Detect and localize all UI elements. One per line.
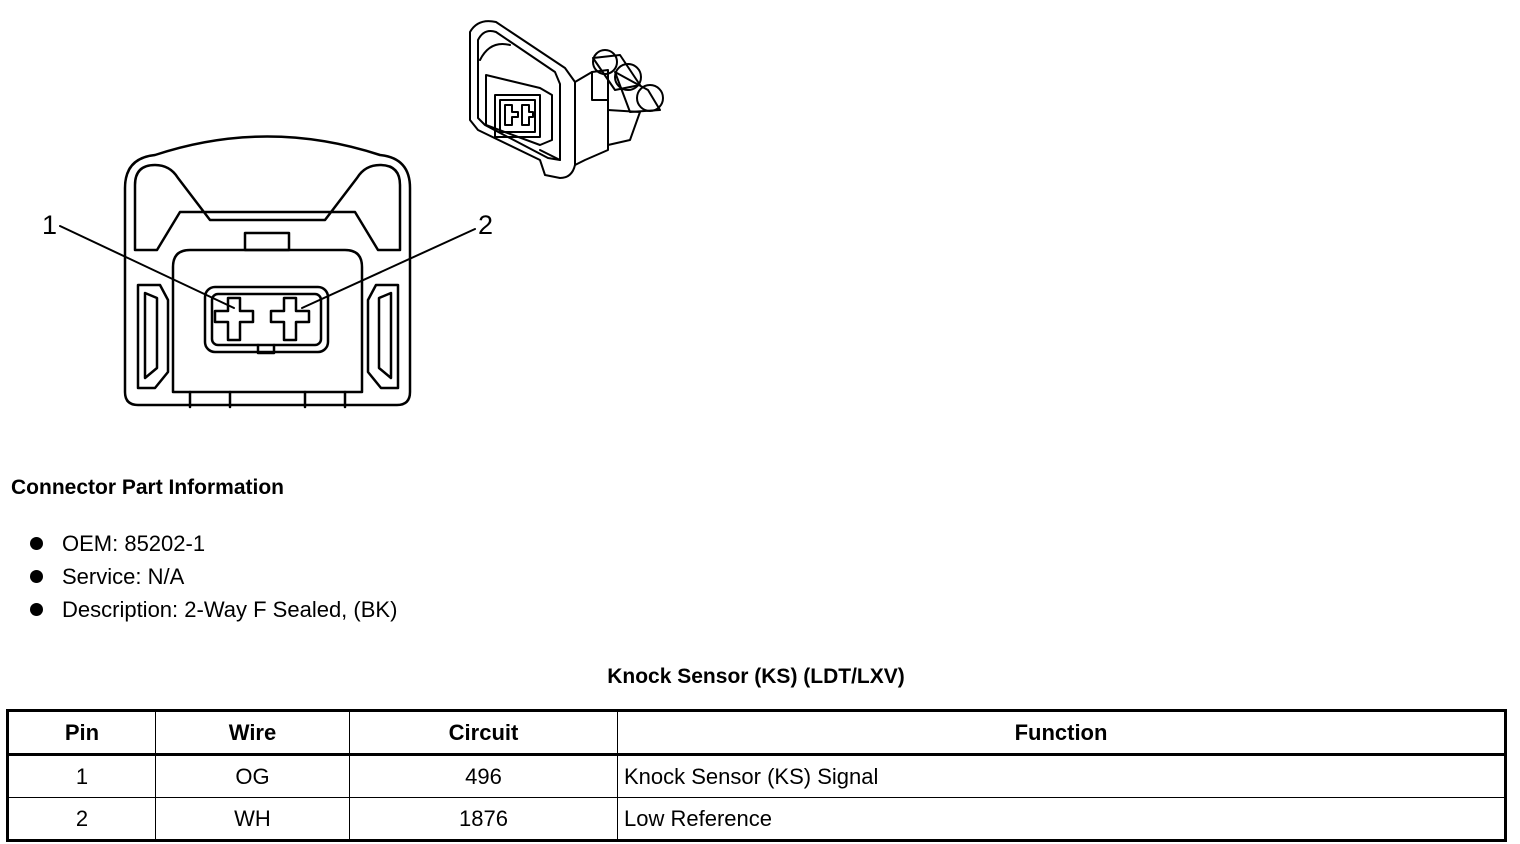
bottom-feet: [188, 390, 347, 409]
connector-part-info-heading: Connector Part Information: [11, 476, 285, 499]
header-pin: Pin: [7, 710, 156, 755]
latch-tab: [243, 231, 291, 252]
cell-function: Knock Sensor (KS) Signal: [617, 754, 1506, 798]
terminal-1: [213, 296, 255, 342]
bullet-icon: [30, 537, 43, 550]
pin-2-leader: [301, 228, 476, 309]
pin-label-2: 2: [478, 210, 494, 240]
connector-perspective-view: [469, 20, 664, 179]
connector-face-drawing: [59, 20, 664, 409]
cell-pin: 2: [7, 797, 156, 841]
pinout-table-title: Knock Sensor (KS) (LDT/LXV): [607, 665, 905, 688]
part-info-item-service: Service: N/A: [28, 562, 397, 595]
bullet-icon: [30, 570, 43, 583]
left-side-rail: [136, 283, 170, 390]
pinout-table: Pin Wire Circuit Function 1 OG 496 Knock…: [6, 709, 1507, 842]
table-row: 1 OG 496 Knock Sensor (KS) Signal: [7, 754, 1506, 798]
cell-circuit: 1876: [349, 797, 618, 841]
pin-1-leader: [59, 225, 235, 309]
cell-wire: OG: [155, 754, 350, 798]
part-info-item-oem: OEM: 85202-1: [28, 529, 397, 562]
part-info-oem-text: OEM: 85202-1: [62, 531, 206, 556]
header-circuit: Circuit: [349, 710, 618, 755]
header-wire: Wire: [155, 710, 350, 755]
cell-circuit: 496: [349, 754, 618, 798]
part-info-description-text: Description: 2-Way F Sealed, (BK): [62, 597, 398, 622]
part-info-list: OEM: 85202-1 Service: N/A Description: 2…: [28, 529, 397, 628]
cell-pin: 1: [7, 754, 156, 798]
part-info-item-description: Description: 2-Way F Sealed, (BK): [28, 595, 397, 628]
connector-diagram: 1 2: [0, 0, 700, 440]
header-function: Function: [617, 710, 1506, 755]
bullet-icon: [30, 603, 43, 616]
connector-housing-arch: [133, 163, 402, 252]
part-info-service-text: Service: N/A: [62, 564, 185, 589]
connector-body: [171, 248, 364, 394]
pin-label-1: 1: [42, 210, 58, 240]
table-row: 2 WH 1876 Low Reference: [7, 797, 1506, 841]
cell-wire: WH: [155, 797, 350, 841]
right-side-rail: [366, 283, 400, 390]
connector-housing-outline: [123, 135, 412, 407]
terminal-2: [269, 296, 311, 342]
table-header-row: Pin Wire Circuit Function: [7, 710, 1506, 755]
cell-function: Low Reference: [617, 797, 1506, 841]
